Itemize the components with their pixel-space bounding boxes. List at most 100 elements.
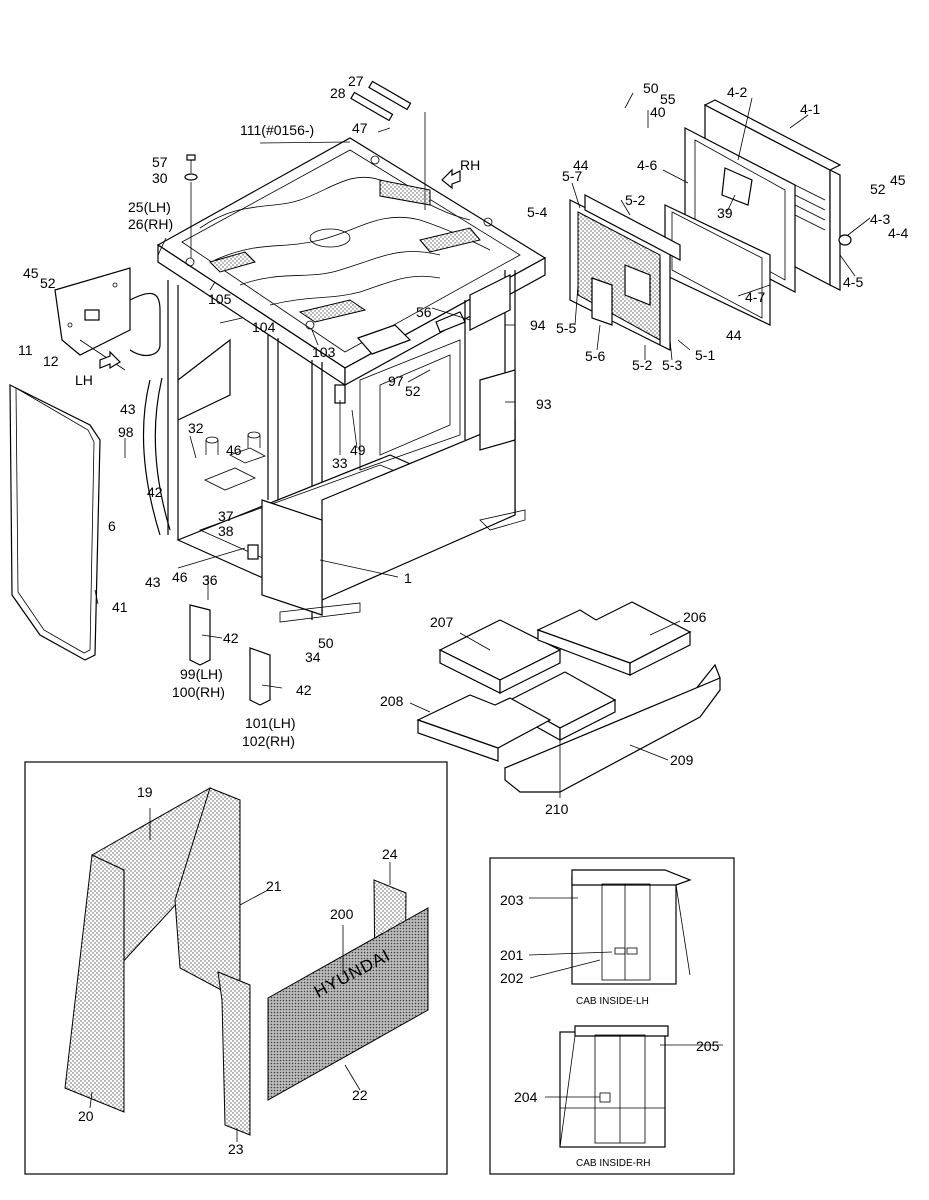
label-46b: 46 [172,569,188,585]
label-50a: 50 [643,80,659,96]
label-50b: 50 [318,635,334,651]
caption-cab-inside-lh: CAB INSIDE-LH [576,996,649,1007]
label-44b: 44 [726,327,742,343]
label-28: 28 [330,85,346,101]
label-45b: 45 [890,172,906,188]
label-101: 101(LH) [245,715,296,731]
label-103: 103 [312,344,336,360]
roof-hardware [184,80,426,258]
label-56: 56 [416,304,432,320]
label-44a: 44 [573,157,589,173]
label-19: 19 [137,784,153,800]
label-32: 32 [188,420,204,436]
label-4-2: 4-2 [727,84,747,100]
label-209: 209 [670,752,694,768]
floor-mats [416,601,721,793]
label-47: 47 [352,120,368,136]
leader-lines [79,92,871,1142]
door-panel-5 [569,194,681,351]
label-102: 102(RH) [242,733,295,749]
label-201: 201 [500,947,524,963]
label-38: 38 [218,523,234,539]
label-27: 27 [348,73,364,89]
label-49: 49 [350,442,366,458]
label-204: 204 [514,1089,538,1105]
caption-cab-inside-rh: CAB INSIDE-RH [576,1158,650,1169]
label-52a: 52 [40,275,56,291]
label-26: 26(RH) [128,216,173,232]
label-6: 6 [108,518,116,534]
label-5-2a: 5-2 [625,192,645,208]
label-104: 104 [252,319,276,335]
label-12: 12 [43,353,59,369]
label-30: 30 [152,170,168,186]
label-5-4: 5-4 [527,204,547,220]
label-57: 57 [152,154,168,170]
label-5-7: 5-7 [562,168,582,184]
label-4-1: 4-1 [800,101,820,117]
cab-inside-rh [559,1025,669,1148]
label-98: 98 [118,424,134,440]
door-seal [9,384,101,661]
label-37: 37 [218,508,234,524]
door-panel-4 [664,99,852,326]
label-25: 25(LH) [128,199,171,215]
label-207: 207 [430,614,454,630]
label-52b: 52 [405,383,421,399]
label-22: 22 [352,1087,368,1103]
label-41: 41 [112,599,128,615]
trim-panels [64,786,429,1136]
label-93: 93 [536,396,552,412]
label-99: 99(LH) [180,666,223,682]
rh-arrow-icon [441,168,461,190]
trim-panel-box [24,761,448,1175]
bracket-11 [54,267,161,357]
label-4-3: 4-3 [870,211,890,227]
label-200: 200 [330,906,354,922]
lower-brackets [189,604,283,706]
label-45a: 45 [23,265,39,281]
label-205: 205 [696,1038,720,1054]
label-33: 33 [332,455,348,471]
label-208: 208 [380,693,404,709]
label-36: 36 [202,572,218,588]
label-43b: 43 [145,574,161,590]
label-4-7: 4-7 [745,289,765,305]
label-46a: 46 [226,442,242,458]
label-34: 34 [305,649,321,665]
label-206: 206 [683,609,707,625]
label-94: 94 [530,317,546,333]
label-4-6: 4-6 [637,157,657,173]
label-55: 55 [660,91,676,107]
part-labels: 27 28 47 111(#0156-) 57 30 25(LH) 26(RH)… [18,73,908,1169]
label-5-6: 5-6 [585,348,605,364]
label-4-5: 4-5 [843,274,863,290]
label-20: 20 [78,1108,94,1124]
cab-inside-lh [571,869,692,985]
label-lh: LH [75,372,93,388]
cab-frame [142,137,547,623]
label-97: 97 [388,373,404,389]
label-42a: 42 [147,484,163,500]
label-202: 202 [500,970,524,986]
lh-arrow-icon [99,350,121,370]
label-21: 21 [266,878,282,894]
label-52k: 52 [870,181,886,197]
label-24: 24 [382,846,398,862]
label-23: 23 [228,1141,244,1157]
label-5-2b: 5-2 [632,357,652,373]
label-42b: 42 [223,630,239,646]
label-5-1: 5-1 [695,347,715,363]
label-rh: RH [460,157,480,173]
cab-inside-box [489,857,735,1175]
label-5-3: 5-3 [662,357,682,373]
label-1: 1 [404,570,412,586]
label-111: 111(#0156-) [240,122,314,138]
label-203: 203 [500,892,524,908]
label-42c: 42 [296,682,312,698]
label-40: 40 [650,104,666,120]
label-39: 39 [717,205,733,221]
label-5-5: 5-5 [556,320,576,336]
label-100: 100(RH) [172,684,225,700]
